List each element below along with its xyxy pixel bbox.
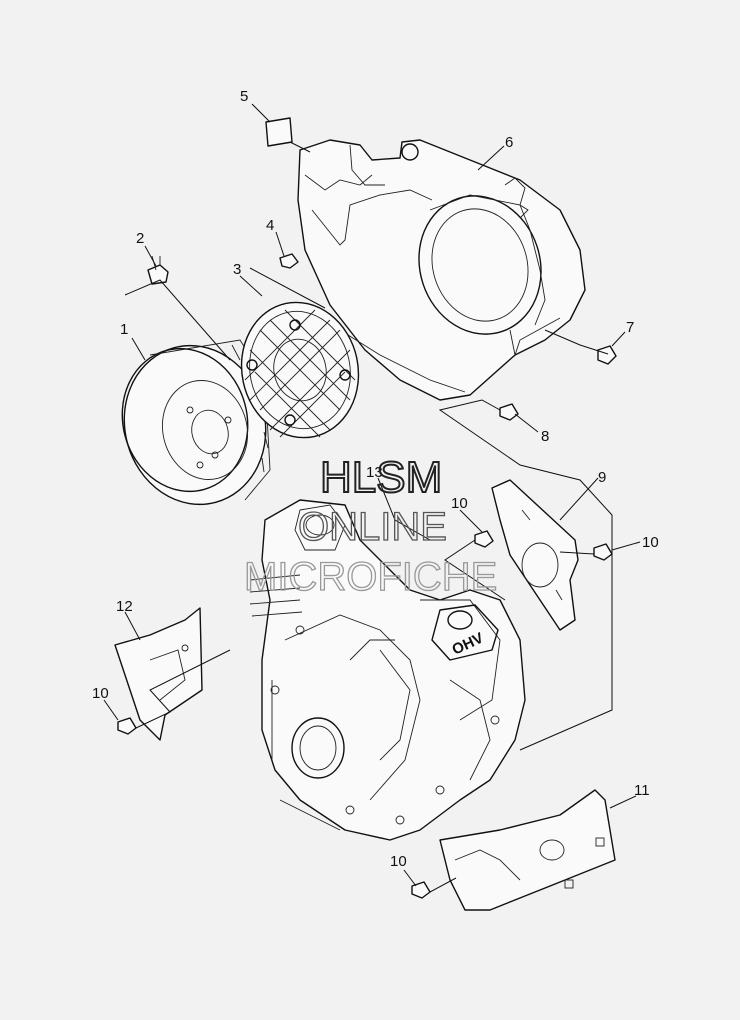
watermark: HLSM ONLINE MICROFICHE xyxy=(243,452,498,600)
callout-6: 6 xyxy=(505,134,513,151)
callout-11: 11 xyxy=(634,782,650,799)
callout-7: 7 xyxy=(626,319,634,336)
watermark-line-3: MICROFICHE xyxy=(244,555,497,599)
cylinder-baffle-12[interactable] xyxy=(114,607,203,741)
bolt-10-right[interactable] xyxy=(593,543,613,561)
callout-10-center: 10 xyxy=(451,495,468,512)
callout-4: 4 xyxy=(266,217,274,234)
bolt-7[interactable] xyxy=(597,345,617,365)
bolt-2[interactable] xyxy=(147,255,169,285)
callout-12: 12 xyxy=(116,598,133,615)
callout-1: 1 xyxy=(120,321,128,338)
callout-13: 13 xyxy=(366,464,383,481)
bolt-10-left[interactable] xyxy=(117,717,137,735)
bolt-4[interactable] xyxy=(279,253,299,269)
cylinder-baffle-9[interactable] xyxy=(491,479,579,631)
bolt-10-center[interactable] xyxy=(474,530,494,548)
callout-10-right: 10 xyxy=(642,534,659,551)
engine-crankcase: OHV xyxy=(249,499,526,841)
callout-labels: 1 2 3 4 5 6 7 8 9 10 10 10 10 11 12 13 xyxy=(92,88,659,870)
callout-8: 8 xyxy=(541,428,549,445)
decal-label[interactable] xyxy=(265,117,293,147)
callout-2: 2 xyxy=(136,230,144,247)
callout-10-bottom: 10 xyxy=(390,853,407,870)
watermark-line-2: ONLINE xyxy=(298,505,447,549)
bolt-10-bottom[interactable] xyxy=(411,881,431,899)
bolt-8[interactable] xyxy=(499,403,519,421)
callout-3: 3 xyxy=(233,261,241,278)
rotating-screen[interactable] xyxy=(229,291,371,448)
callout-5: 5 xyxy=(240,88,248,105)
watermark-line-1: HLSM xyxy=(320,453,442,502)
callout-10-left: 10 xyxy=(92,685,109,702)
callout-9: 9 xyxy=(598,469,606,486)
cylinder-baffle-11[interactable] xyxy=(439,789,616,911)
blower-housing[interactable] xyxy=(297,139,586,401)
leader-lines xyxy=(103,103,641,893)
